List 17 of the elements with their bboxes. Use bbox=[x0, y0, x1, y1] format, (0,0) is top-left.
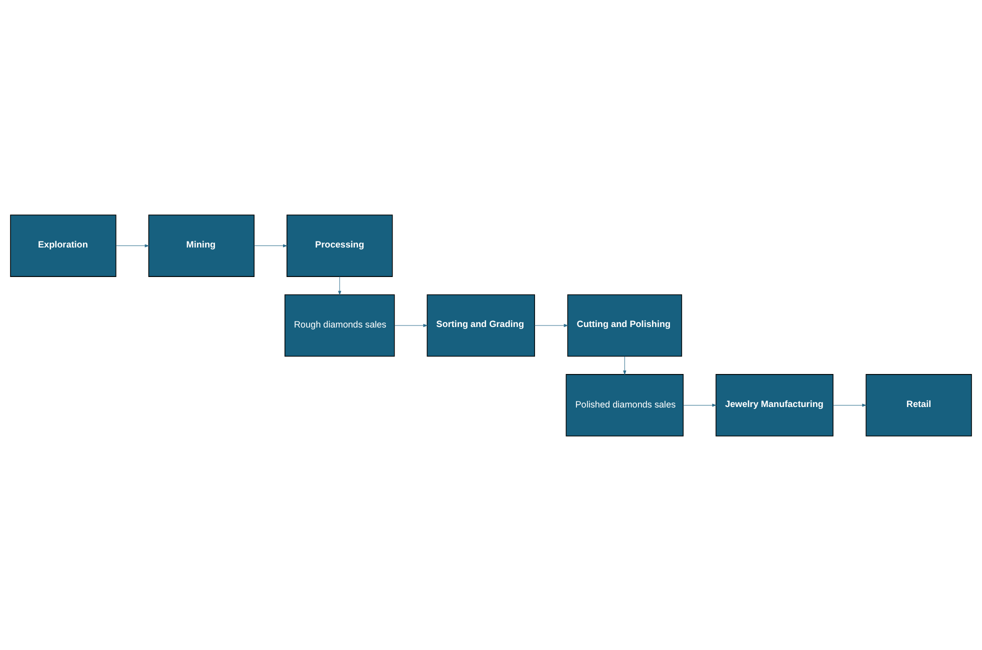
node-box: Exploration bbox=[10, 214, 116, 276]
arrow bbox=[254, 244, 288, 247]
node-box: Retail bbox=[866, 374, 972, 436]
node-box: Jewelry Manufacturing bbox=[716, 374, 834, 436]
arrow bbox=[623, 356, 626, 375]
arrow bbox=[338, 276, 342, 295]
node-box: Rough diamonds sales bbox=[284, 294, 395, 356]
node-box: Mining bbox=[148, 214, 255, 276]
arrow bbox=[832, 403, 867, 406]
node-box: Polished diamonds sales bbox=[566, 374, 684, 436]
node-box: Sorting and Grading bbox=[426, 294, 536, 356]
arrow bbox=[534, 323, 568, 327]
arrow bbox=[394, 323, 428, 327]
arrow bbox=[116, 244, 150, 247]
node-box: Cutting and Polishing bbox=[567, 294, 682, 356]
node-box: Processing bbox=[286, 214, 393, 276]
arrow bbox=[683, 403, 717, 406]
